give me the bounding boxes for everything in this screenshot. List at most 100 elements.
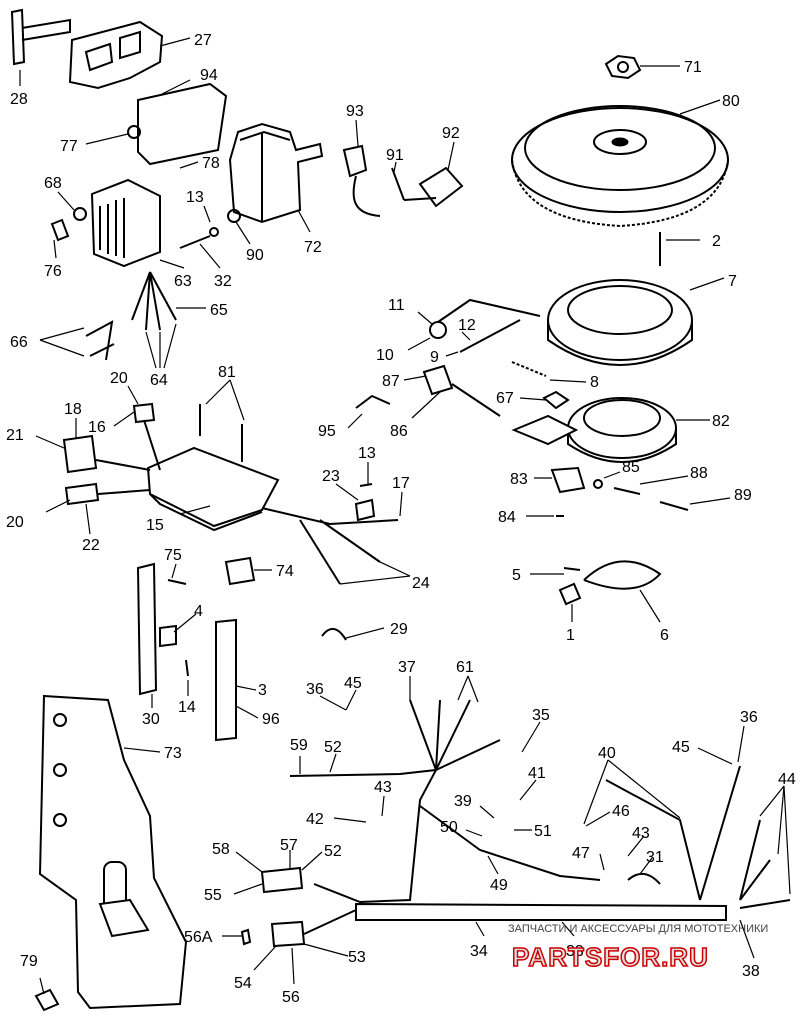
callout-44: 44 bbox=[778, 771, 796, 788]
callout-17: 17 bbox=[392, 475, 410, 492]
callout-95: 95 bbox=[318, 423, 336, 440]
callout-83: 83 bbox=[510, 471, 528, 488]
callout-2: 2 bbox=[712, 233, 721, 250]
callout-74: 74 bbox=[276, 563, 294, 580]
callout-18: 18 bbox=[64, 401, 82, 418]
callout-96: 96 bbox=[262, 711, 280, 728]
callout-56A: 56A bbox=[184, 929, 213, 946]
watermark-caption: ЗАПЧАСТИ И АКСЕССУАРЫ ДЛЯ МОТОТЕХНИКИ bbox=[508, 923, 768, 935]
callout-92: 92 bbox=[442, 125, 460, 142]
callout-85: 85 bbox=[622, 459, 640, 476]
callout-54: 54 bbox=[234, 975, 252, 992]
callout-41: 41 bbox=[528, 765, 546, 782]
callout-22: 22 bbox=[82, 537, 100, 554]
callout-43-left: 43 bbox=[374, 779, 392, 796]
callout-58: 58 bbox=[212, 841, 230, 858]
callout-51: 51 bbox=[534, 823, 552, 840]
callout-42: 42 bbox=[306, 811, 324, 828]
callout-47: 47 bbox=[572, 845, 590, 862]
callout-73: 73 bbox=[164, 745, 182, 762]
callout-24: 24 bbox=[412, 575, 430, 592]
callout-45-right: 45 bbox=[672, 739, 690, 756]
callout-81: 81 bbox=[218, 364, 236, 381]
callout-leader-lines bbox=[19, 37, 791, 995]
callout-55: 55 bbox=[204, 887, 222, 904]
part-drawings bbox=[10, 8, 791, 1012]
callout-43-right: 43 bbox=[632, 825, 650, 842]
callout-87: 87 bbox=[382, 373, 400, 390]
callout-7: 7 bbox=[728, 273, 737, 290]
callout-14: 14 bbox=[178, 699, 196, 716]
callout-86: 86 bbox=[390, 423, 408, 440]
callout-12: 12 bbox=[458, 317, 476, 334]
callout-13-lower: 13 bbox=[358, 445, 376, 462]
callout-66: 66 bbox=[10, 334, 28, 351]
callout-20-upper: 20 bbox=[110, 370, 128, 387]
callout-76: 76 bbox=[44, 263, 62, 280]
callout-52-upper: 52 bbox=[324, 739, 342, 756]
callout-71: 71 bbox=[684, 59, 702, 76]
callout-36-right: 36 bbox=[740, 709, 758, 726]
callout-88: 88 bbox=[690, 465, 708, 482]
callout-35: 35 bbox=[532, 707, 550, 724]
callout-94: 94 bbox=[200, 67, 218, 84]
callout-61: 61 bbox=[456, 659, 474, 676]
callout-68: 68 bbox=[44, 175, 62, 192]
callout-53: 53 bbox=[348, 949, 366, 966]
callout-90: 90 bbox=[246, 247, 264, 264]
callout-28: 28 bbox=[10, 91, 28, 108]
callout-6: 6 bbox=[660, 627, 669, 644]
callout-78: 78 bbox=[202, 155, 220, 172]
callout-64: 64 bbox=[150, 372, 168, 389]
callout-65: 65 bbox=[210, 302, 228, 319]
callout-16: 16 bbox=[88, 419, 106, 436]
callout-31: 31 bbox=[646, 849, 664, 866]
callout-13-upper: 13 bbox=[186, 189, 204, 206]
callout-21: 21 bbox=[6, 427, 24, 444]
callout-36-left: 36 bbox=[306, 681, 324, 698]
callout-82: 82 bbox=[712, 413, 730, 430]
callout-8: 8 bbox=[590, 374, 599, 391]
watermark-brand: PARTSFOR.RU bbox=[512, 942, 709, 972]
callout-52-lower: 52 bbox=[324, 843, 342, 860]
callout-23: 23 bbox=[322, 468, 340, 485]
callout-49: 49 bbox=[490, 877, 508, 894]
callout-59: 59 bbox=[290, 737, 308, 754]
callout-29: 29 bbox=[390, 621, 408, 638]
callout-1: 1 bbox=[566, 627, 575, 644]
callout-labels: 27 28 94 77 78 93 92 91 71 80 68 13 76 6… bbox=[6, 32, 796, 1006]
callout-3: 3 bbox=[258, 682, 267, 699]
callout-75: 75 bbox=[164, 547, 182, 564]
callout-56: 56 bbox=[282, 989, 300, 1006]
callout-5: 5 bbox=[512, 567, 521, 584]
callout-89: 89 bbox=[734, 487, 752, 504]
callout-37: 37 bbox=[398, 659, 416, 676]
callout-11: 11 bbox=[388, 297, 405, 314]
callout-4: 4 bbox=[194, 603, 203, 620]
callout-46: 46 bbox=[612, 803, 630, 820]
callout-30: 30 bbox=[142, 711, 160, 728]
callout-79: 79 bbox=[20, 953, 38, 970]
callout-91: 91 bbox=[386, 147, 404, 164]
callout-32: 32 bbox=[214, 273, 232, 290]
callout-40: 40 bbox=[598, 745, 616, 762]
callout-77: 77 bbox=[60, 138, 78, 155]
callout-9: 9 bbox=[430, 349, 439, 366]
callout-63: 63 bbox=[174, 273, 192, 290]
callout-67: 67 bbox=[496, 390, 514, 407]
callout-57: 57 bbox=[280, 837, 298, 854]
callout-93: 93 bbox=[346, 103, 364, 120]
callout-72: 72 bbox=[304, 239, 322, 256]
callout-10: 10 bbox=[376, 347, 394, 364]
callout-39: 39 bbox=[454, 793, 472, 810]
callout-20-lower: 20 bbox=[6, 514, 24, 531]
callout-27: 27 bbox=[194, 32, 212, 49]
callout-45-left: 45 bbox=[344, 675, 362, 692]
callout-80: 80 bbox=[722, 93, 740, 110]
watermark: ЗАПЧАСТИ И АКСЕССУАРЫ ДЛЯ МОТОТЕХНИКИ PA… bbox=[508, 923, 768, 973]
callout-15: 15 bbox=[146, 517, 164, 534]
callout-34: 34 bbox=[470, 943, 488, 960]
callout-84: 84 bbox=[498, 509, 516, 526]
callout-38: 38 bbox=[742, 963, 760, 980]
